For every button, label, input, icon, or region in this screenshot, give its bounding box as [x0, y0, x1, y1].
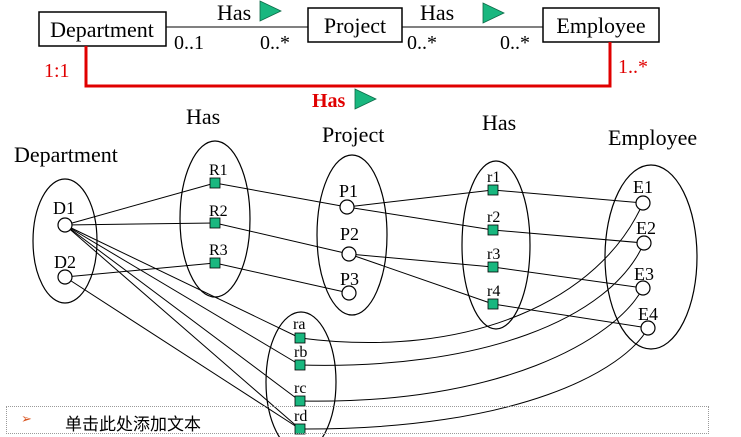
employee-entity-label: Employee [556, 13, 645, 38]
department-entity-label: Department [50, 17, 154, 42]
r1-label: r1 [487, 169, 500, 186]
bullet-arrow-icon: ➢ [21, 412, 32, 427]
rc-label: rc [294, 380, 306, 397]
r4-label: r4 [487, 283, 500, 300]
P1-node [339, 199, 355, 215]
er-model: Department Project Employee Has Has 0..1… [38, 0, 660, 112]
has-left-label: Has [217, 0, 251, 25]
dept-employee-red-link [84, 42, 612, 88]
has2-set-ellipse [461, 160, 531, 330]
instance-project-label: Project [322, 122, 384, 147]
P3-label: P3 [340, 269, 359, 289]
department-entity-box [38, 11, 167, 47]
d1-label: D1 [53, 198, 75, 218]
project-entity-label: Project [324, 13, 386, 38]
department-set-ellipse [32, 178, 98, 304]
card-dept-bottom: 1:1 [44, 60, 70, 82]
r2-marker [487, 224, 499, 236]
E4-label: E4 [638, 304, 658, 324]
project-entity-box [307, 7, 403, 43]
R1-marker [209, 177, 221, 189]
instance-links [64, 182, 649, 430]
card-project-has: 0..* [407, 32, 437, 54]
ra-marker [294, 332, 306, 344]
ra-label: ra [293, 316, 305, 333]
R3-label: R3 [209, 242, 228, 259]
r3-marker [487, 261, 499, 273]
P1-label: P1 [339, 181, 358, 201]
instance-diagram: Department Has Project Has Employee [14, 104, 698, 437]
E1-label: E1 [633, 177, 653, 197]
rd-label: rd [294, 408, 307, 425]
r3-label: r3 [487, 246, 500, 263]
P2-node [341, 246, 357, 262]
instance-has2-label: Has [482, 110, 516, 135]
d2-label: D2 [54, 252, 76, 272]
R1-label: R1 [209, 162, 228, 179]
direction-triangle-icon [482, 2, 505, 24]
has-right-label: Has [420, 0, 454, 25]
E2-node [636, 235, 652, 251]
card-dept-has: 0..1 [174, 32, 204, 54]
d1-node [57, 217, 73, 233]
card-emp-bottom: 1..* [618, 56, 648, 78]
instance-department-label: Department [14, 142, 118, 167]
r4-marker [487, 298, 499, 310]
project-set-ellipse [316, 154, 388, 316]
R2-marker [209, 217, 221, 229]
placeholder-text[interactable]: 单击此处添加文本 [65, 415, 201, 435]
card-has-project: 0..* [260, 32, 290, 54]
d2-node [57, 269, 73, 285]
P2-label: P2 [340, 224, 359, 244]
r1-marker [487, 184, 499, 196]
E4-node [640, 320, 656, 336]
rb-marker [294, 359, 306, 371]
R3-marker [209, 257, 221, 269]
card-has-employee: 0..* [500, 32, 530, 54]
direction-triangle-icon [259, 0, 282, 22]
has-bottom-label: Has [312, 90, 346, 112]
rb-label: rb [294, 344, 307, 361]
E2-label: E2 [636, 218, 656, 238]
employee-entity-box [542, 7, 660, 43]
employee-set-ellipse [604, 164, 698, 350]
rd-marker [294, 423, 306, 435]
E3-node [635, 280, 651, 296]
bottom-has-set-ellipse [265, 311, 337, 437]
R2-label: R2 [209, 203, 228, 220]
P3-node [341, 285, 357, 301]
E1-node [635, 195, 651, 211]
text-placeholder-box[interactable]: ➢ 单击此处添加文本 [6, 406, 709, 435]
instance-employee-label: Employee [608, 125, 697, 150]
rc-marker [294, 395, 306, 407]
instance-has1-label: Has [186, 104, 220, 129]
r2-label: r2 [487, 209, 500, 226]
E3-label: E3 [634, 264, 654, 284]
direction-triangle-icon [354, 88, 377, 110]
